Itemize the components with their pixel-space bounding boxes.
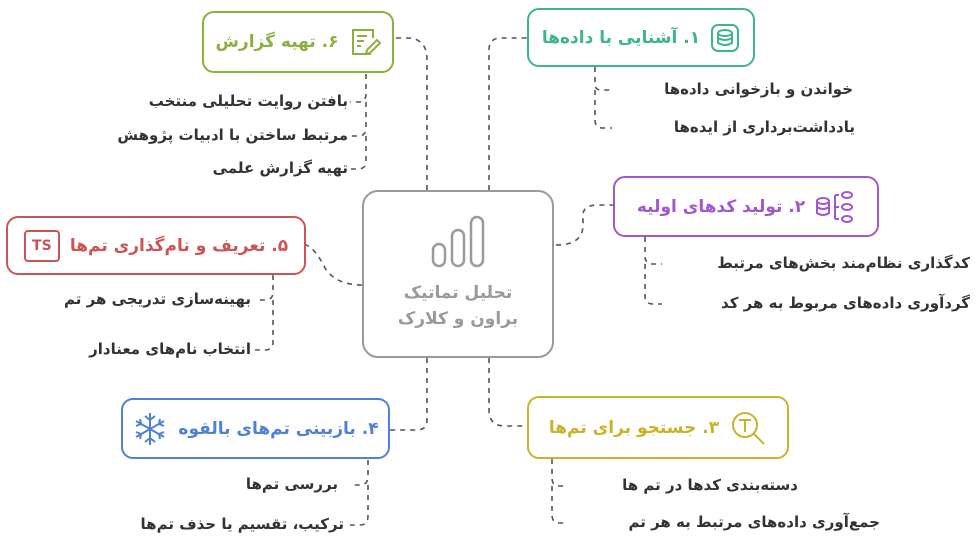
center-title-line2: براون و کلارک xyxy=(397,309,519,329)
report-edit-icon xyxy=(349,26,381,58)
step-5-box: TS ۵. تعریف و نام‌گذاری تم‌ها xyxy=(6,216,306,275)
step-5-item-2: انتخاب نام‌های معنادار xyxy=(89,340,251,358)
step-2-item-2: گردآوری داده‌های مربوط به هر کد xyxy=(721,294,970,312)
center-title-line1: تحلیل تماتیک xyxy=(403,283,513,303)
step-5-item-1: بهینه‌سازی تدریجی هر تم xyxy=(64,290,251,308)
database-tree-icon xyxy=(815,189,855,225)
step-6-item-3: تهیه گزارش علمی xyxy=(212,159,348,177)
step-5-title: ۵. تعریف و نام‌گذاری تم‌ها xyxy=(69,235,289,256)
step-1-item-1: خواندن و بازخوانی داده‌ها xyxy=(664,80,853,98)
chart-bars-icon xyxy=(431,215,485,268)
center-node: تحلیل تماتیک براون و کلارک xyxy=(362,190,554,358)
step-3-item-2: جمع‌آوری داده‌های مرتبط به هر تم xyxy=(628,513,880,531)
step-3-item-1: دسته‌بندی کدها در تم ها xyxy=(622,476,798,494)
step-4-item-2: ترکیب، تقسیم یا حذف تم‌ها xyxy=(140,515,344,533)
step-1-box: ۱. آشنایی با داده‌ها xyxy=(527,8,755,67)
snowflake-icon xyxy=(132,411,168,447)
ts-icon: TS xyxy=(23,229,60,262)
step-3-box: ۳. جستجو برای تم‌ها xyxy=(527,396,789,459)
step-2-title: ۲. تولید کدهای اولیه xyxy=(636,196,806,217)
step-6-title: ۶. تهیه گزارش xyxy=(215,32,339,52)
step-6-box: ۶. تهیه گزارش xyxy=(202,11,394,73)
step-3-title: ۳. جستجو برای تم‌ها xyxy=(548,417,720,438)
step-2-item-1: کدگذاری نظام‌مند بخش‌های مرتبط xyxy=(717,254,970,272)
step-1-item-2: یادداشت‌برداری از ایده‌ها xyxy=(673,118,855,136)
step-1-title: ۱. آشنایی با داده‌ها xyxy=(541,27,701,48)
database-icon xyxy=(710,23,740,53)
step-6-item-1: بافتن روایت تحلیلی منتخب xyxy=(148,92,348,110)
step-4-box: ۴. بازبینی تم‌های بالقوه xyxy=(121,398,390,459)
text-search-icon xyxy=(729,409,767,447)
step-6-item-2: مرتبط ساختن با ادبیات پژوهش xyxy=(117,126,348,144)
step-4-item-1: بررسی تم‌ها xyxy=(245,475,338,493)
step-2-box: ۲. تولید کدهای اولیه xyxy=(613,176,879,237)
step-4-title: ۴. بازبینی تم‌های بالقوه xyxy=(178,418,379,439)
